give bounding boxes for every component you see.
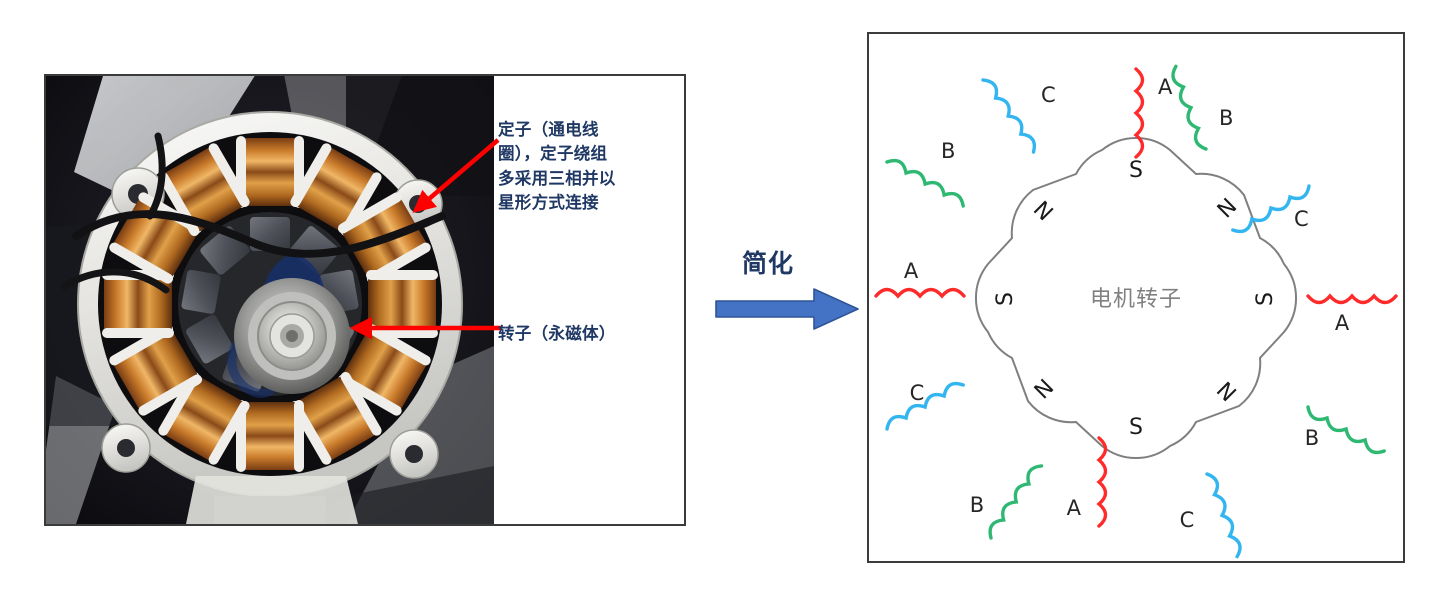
coil-b-top-right [1171,64,1208,151]
motor-photograph [46,76,494,524]
rotor-callout-arrow [349,316,502,340]
coil-label-c-bottom-right: C [1180,508,1195,532]
pole-label-s-bottom: S [1129,415,1143,440]
stator-callout-arrow [412,138,500,213]
coil-label-a-right: A [1335,311,1350,335]
simplified-motor-diagram-panel: S N S N S N S N 电机转子 A C [867,32,1405,563]
coil-label-a-top: A [1158,75,1173,99]
coil-label-b-upper-left: B [941,139,955,163]
rotor-outline [975,137,1297,459]
simplify-arrow-icon [715,288,859,330]
pole-label-s-right: S [1253,292,1278,306]
simplify-transition: 简化 [714,244,864,340]
coil-c-top-left [981,78,1037,154]
simplified-motor-diagram: S N S N S N S N 电机转子 A C [874,64,1398,559]
coil-label-c-upper-right: C [1294,207,1309,231]
coil-a-right [1306,293,1398,305]
motor-photograph-panel: 定子（通电线 圈），定子绕组 多采用三相并以 星形方式连接 转子（永磁体） [44,74,686,526]
stator-callout-text: 定子（通电线 圈），定子绕组 多采用三相并以 星形方式连接 [498,120,616,213]
coil-c-bottom-right [1205,472,1242,559]
rotor-callout-text: 转子（永磁体） [498,324,616,343]
coil-a-left [874,287,966,299]
motor-photo-graphic [46,76,494,524]
coil-b-lower-right [1306,405,1386,455]
coil-b-bottom-left [988,464,1044,540]
pole-label-s-top: S [1129,158,1143,183]
coil-a-bottom [1096,436,1108,528]
coil-c-upper-right [1231,184,1311,234]
coil-c-lower-left [885,381,965,431]
pole-label-s-left: S [993,292,1018,306]
coil-label-b-lower-right: B [1305,426,1319,450]
coil-a-top [1133,67,1145,159]
coil-label-b-bottom-left: B [970,493,984,517]
coil-b-upper-left [885,158,965,208]
coil-label-c-lower-left: C [910,381,925,405]
coil-label-a-bottom: A [1067,496,1082,520]
rotor-center-label: 电机转子 [1090,287,1182,312]
coil-label-b-top-right: B [1219,106,1233,130]
coil-label-a-left: A [904,259,919,283]
coil-label-c-top-left: C [1041,83,1056,107]
simplify-label: 简化 [742,249,795,278]
